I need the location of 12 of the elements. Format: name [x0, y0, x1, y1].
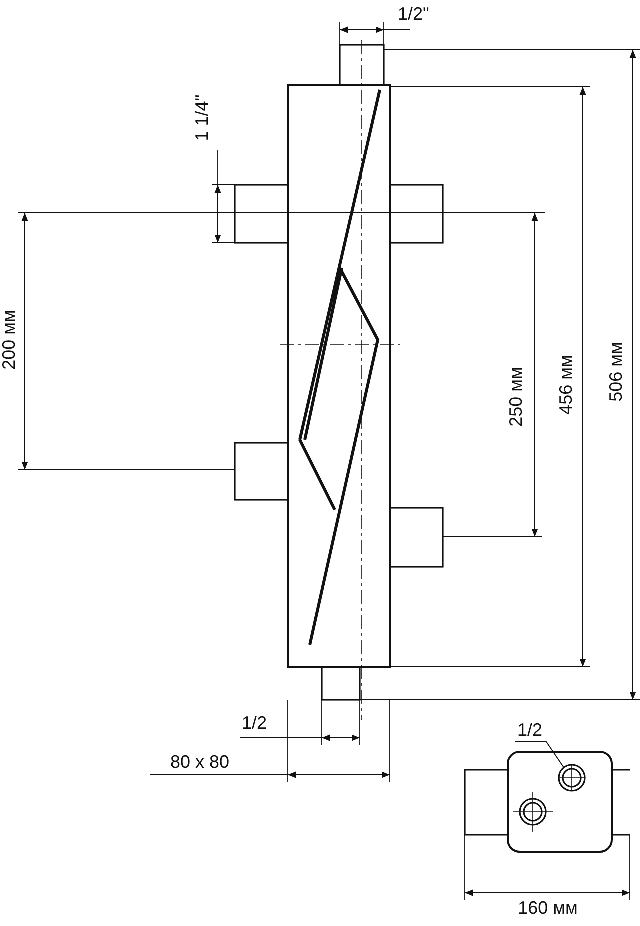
leader-line: [514, 742, 565, 768]
dimension-text: 456 мм: [556, 355, 576, 415]
dimension-text: 80 x 80: [170, 752, 230, 772]
dimension-text: 200 мм: [0, 310, 19, 370]
dimension-text: 1/2: [242, 713, 268, 733]
dimension-text: 1/2": [398, 4, 430, 24]
pipe-outlet: [558, 764, 586, 792]
callout-text: 1/2: [517, 720, 543, 740]
dimension-text: 506 мм: [606, 342, 626, 402]
dimension-text: 250 мм: [506, 367, 526, 427]
dimension-text: 1 1/4": [192, 94, 212, 142]
dimension-text: 160 мм: [518, 898, 578, 918]
